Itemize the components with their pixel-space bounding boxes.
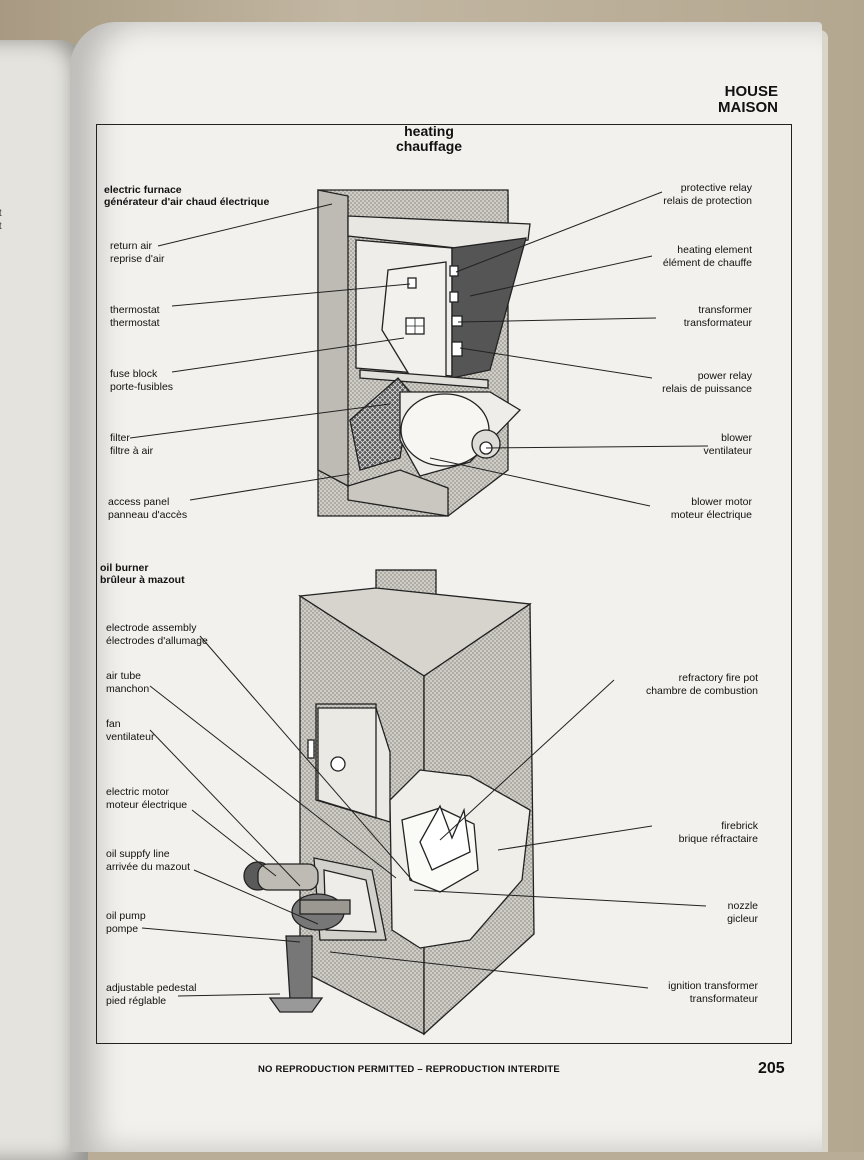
label-fr: pied réglable [106,995,167,1007]
label-fr: panneau d'accès [108,509,188,521]
page-header: HOUSE MAISON [718,84,778,116]
label-fr: électrodes d'allumage [106,635,208,647]
illustration-frame [96,124,792,1044]
label-en: power relay [697,370,752,382]
section-en: oil burner [100,562,149,574]
label-heating-element: heating element élément de chauffe [663,244,752,270]
label-en: thermostat [110,304,160,316]
label-thermostat: thermostat thermostat [110,304,160,330]
label-fr: gicleur [727,913,758,925]
label-fr: relais de protection [663,195,752,207]
label-fr: reprise d'air [110,253,165,265]
label-en: return air [110,240,153,252]
section-en: electric furnace [104,184,182,196]
page-footer: NO REPRODUCTION PERMITTED – REPRODUCTION… [258,1064,560,1075]
label-fr: pompe [106,923,139,935]
label-refractory-fire-pot: refractory fire pot chambre de combustio… [646,672,758,698]
label-transformer: transformer transformateur [684,304,752,330]
label-power-relay: power relay relais de puissance [662,370,752,396]
label-blower: blower ventilateur [704,432,752,458]
label-en: nozzle [727,900,758,912]
label-fr: transformateur [689,993,758,1005]
label-protective-relay: protective relay relais de protection [663,182,752,208]
page-title: heating chauffage [374,124,484,154]
label-en: fan [106,718,121,730]
label-fr: chambre de combustion [645,685,758,697]
label-en: heating element [677,244,752,256]
label-adjustable-pedestal: adjustable pedestal pied réglable [106,982,197,1008]
facing-page-text: ostat ostat alve eau ator ents uffe ns s… [0,208,70,595]
electric-furnace-drawing [317,189,531,517]
label-oil-pump: oil pump pompe [106,910,146,936]
label-fr: thermostat [110,317,160,329]
label-en: electric motor [106,786,170,798]
header-fr: MAISON [718,99,778,116]
facing-fragment: ostat [0,221,70,232]
label-en: filter [110,432,130,444]
title-en: heating [404,123,454,139]
label-en: adjustable pedestal [106,982,197,994]
page-number: 205 [758,1060,785,1077]
label-fr: arrivée du mazout [106,861,191,873]
label-nozzle: nozzle gicleur [727,900,758,926]
label-fr: moteur électrique [106,799,188,811]
label-fr: filtre à air [110,445,154,457]
label-fr: ventilateur [106,731,155,743]
label-access-panel: access panel panneau d'accès [108,496,187,522]
label-firebrick: firebrick brique réfractaire [679,820,758,846]
label-ignition-transformer: ignition transformer transformateur [668,980,758,1006]
label-en: blower [721,432,752,444]
label-en: protective relay [680,182,752,194]
facing-fragment: ostat [0,208,70,219]
label-return-air: return air reprise d'air [110,240,165,266]
label-en: refractory fire pot [678,672,758,684]
label-fan: fan ventilateur [106,718,154,744]
label-fr: élément de chauffe [662,257,752,269]
label-air-tube: air tube manchon [106,670,149,696]
furnace-leader-lines [129,191,709,507]
label-blower-motor: blower motor moteur électrique [671,496,752,522]
label-en: blower motor [691,496,752,508]
burner-leader-lines [141,635,707,997]
label-en: air tube [106,670,142,682]
section-oil-burner: oil burner brûleur à mazout [100,562,185,586]
label-en: access panel [108,496,170,508]
label-en: firebrick [721,820,758,832]
section-fr: générateur d'air chaud électrique [104,196,270,208]
label-fr: ventilateur [703,445,752,457]
label-fr: moteur électrique [670,509,752,521]
label-en: electrode assembly [106,622,197,634]
label-oil-supply-line: oil suppfy line arrivée du mazout [106,848,190,874]
section-fr: brûleur à mazout [100,574,185,586]
label-fr: relais de puissance [662,383,752,395]
label-fr: brique réfractaire [678,833,758,845]
label-fr: manchon [106,683,150,695]
label-en: oil suppfy line [106,848,170,860]
label-electrode-assembly: electrode assembly électrodes d'allumage [106,622,208,648]
label-fuse-block: fuse block porte-fusibles [110,368,173,394]
label-en: transformer [698,304,752,316]
label-fr: porte-fusibles [110,381,174,393]
label-electric-motor: electric motor moteur électrique [106,786,187,812]
label-filter: filter filtre à air [110,432,153,458]
section-electric-furnace: electric furnace générateur d'air chaud … [104,184,269,208]
label-en: oil pump [106,910,146,922]
label-en: ignition transformer [668,980,758,992]
label-fr: transformateur [683,317,752,329]
title-fr: chauffage [395,138,463,154]
oil-burner-drawing [243,569,535,1036]
label-en: fuse block [110,368,158,380]
header-en: HOUSE [724,83,778,100]
